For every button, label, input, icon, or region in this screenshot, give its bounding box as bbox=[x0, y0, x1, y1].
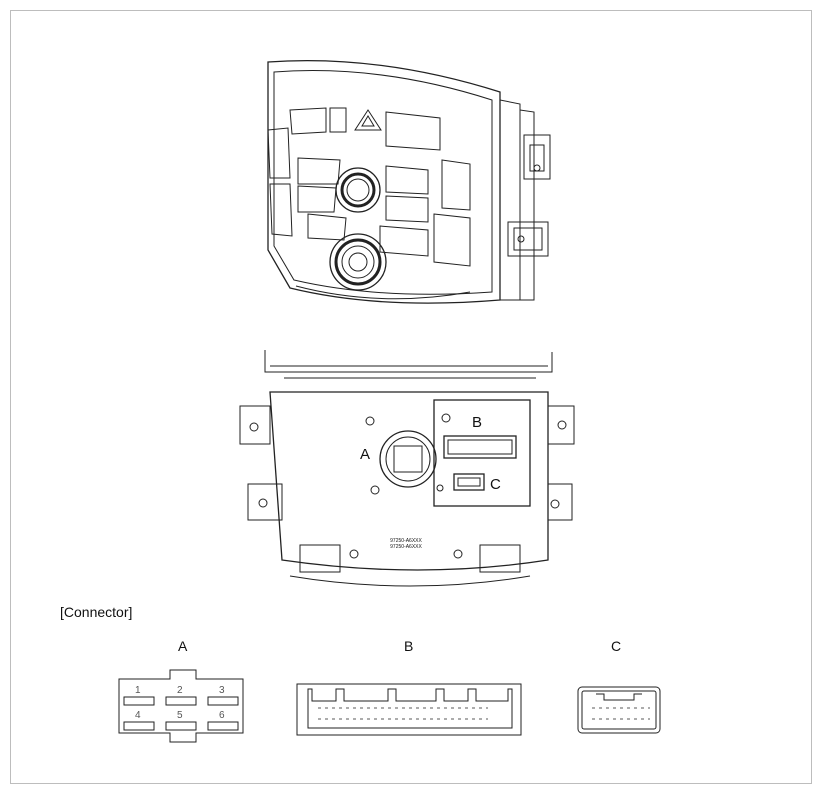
part-number-line-1: 97250-A6XXX bbox=[390, 538, 422, 544]
pin-number: 4 bbox=[135, 710, 141, 721]
connector-b-title: B bbox=[404, 638, 414, 654]
control-panel-front-view bbox=[267, 59, 551, 304]
connector-a-diagram bbox=[118, 669, 244, 743]
pin-number: 1 bbox=[135, 685, 141, 696]
part-number-marking: 97250-A6XXX 97250-A6XXX bbox=[386, 538, 426, 550]
connector-c-title: C bbox=[611, 638, 622, 654]
connector-section-title: [Connector] bbox=[60, 604, 133, 620]
callout-a-label: A bbox=[360, 446, 371, 463]
pin-number: 3 bbox=[219, 685, 225, 696]
connector-b-diagram bbox=[296, 683, 522, 736]
callout-c-label: C bbox=[490, 476, 501, 493]
part-number-line-2: 97250-A6XXX bbox=[390, 544, 422, 550]
connector-b-pins bbox=[318, 707, 488, 720]
callout-b-label: B bbox=[472, 414, 483, 431]
control-panel-rear-view bbox=[239, 350, 575, 587]
pin-number: 6 bbox=[219, 710, 225, 721]
connector-c-diagram bbox=[577, 686, 661, 734]
connector-c-pins bbox=[592, 707, 650, 720]
pin-number: 2 bbox=[177, 685, 183, 696]
diagram-frame bbox=[10, 10, 812, 784]
pin-number: 5 bbox=[177, 710, 183, 721]
connector-a-title: A bbox=[178, 638, 188, 654]
